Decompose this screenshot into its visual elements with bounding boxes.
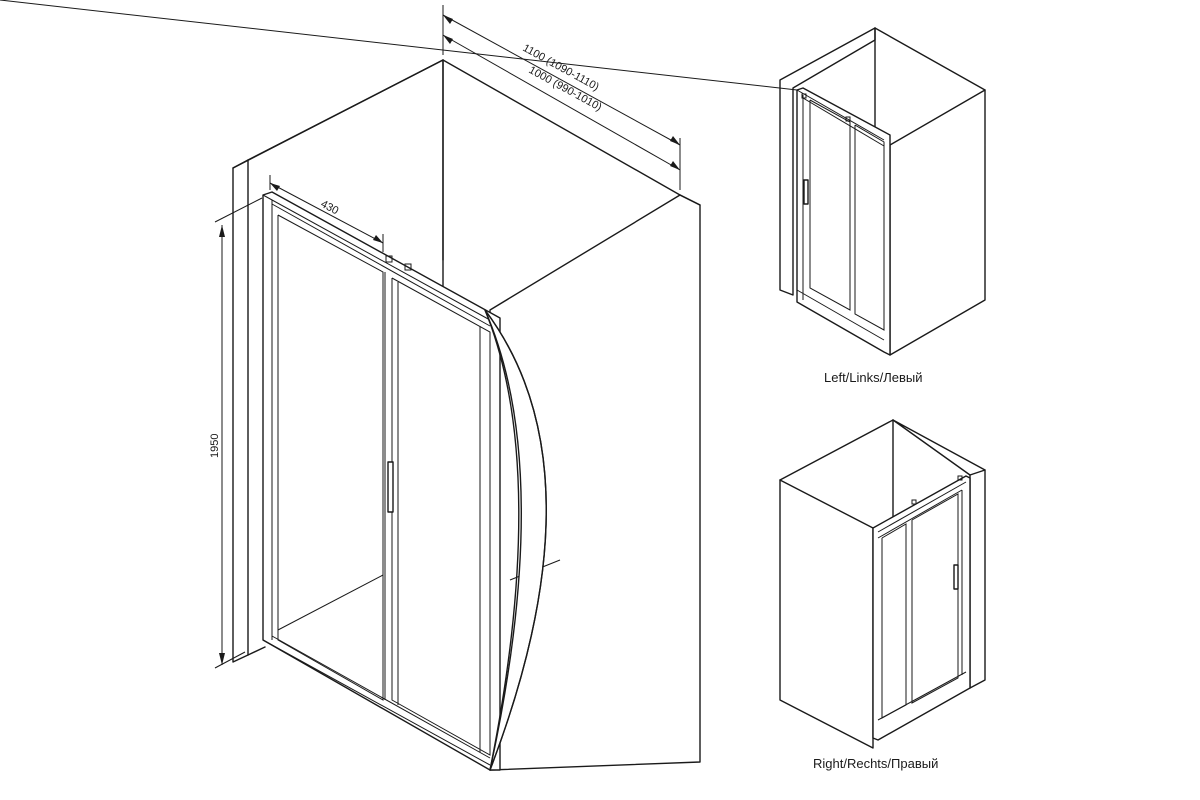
dimension-height: 1950: [209, 197, 263, 669]
left-variant-view: [0, 0, 986, 356]
left-wall: [232, 159, 249, 663]
main-view: 1100 (1090-1110) 1000 (990-1010) 430: [209, 5, 701, 771]
dimension-height-label: 1950: [209, 434, 221, 458]
dimension-door-offset-label: 430: [319, 198, 341, 217]
caption-left-variant: Left/Links/Левый: [824, 370, 923, 385]
caption-right-variant: Right/Rechts/Правый: [813, 756, 939, 771]
right-variant-view: [779, 419, 986, 749]
door-handle: [387, 461, 394, 513]
dimension-inner-width: 1000 (990-1010): [442, 34, 681, 175]
door-frame: [262, 191, 561, 771]
dimension-outer-width: 1100 (1090-1110): [442, 5, 681, 190]
